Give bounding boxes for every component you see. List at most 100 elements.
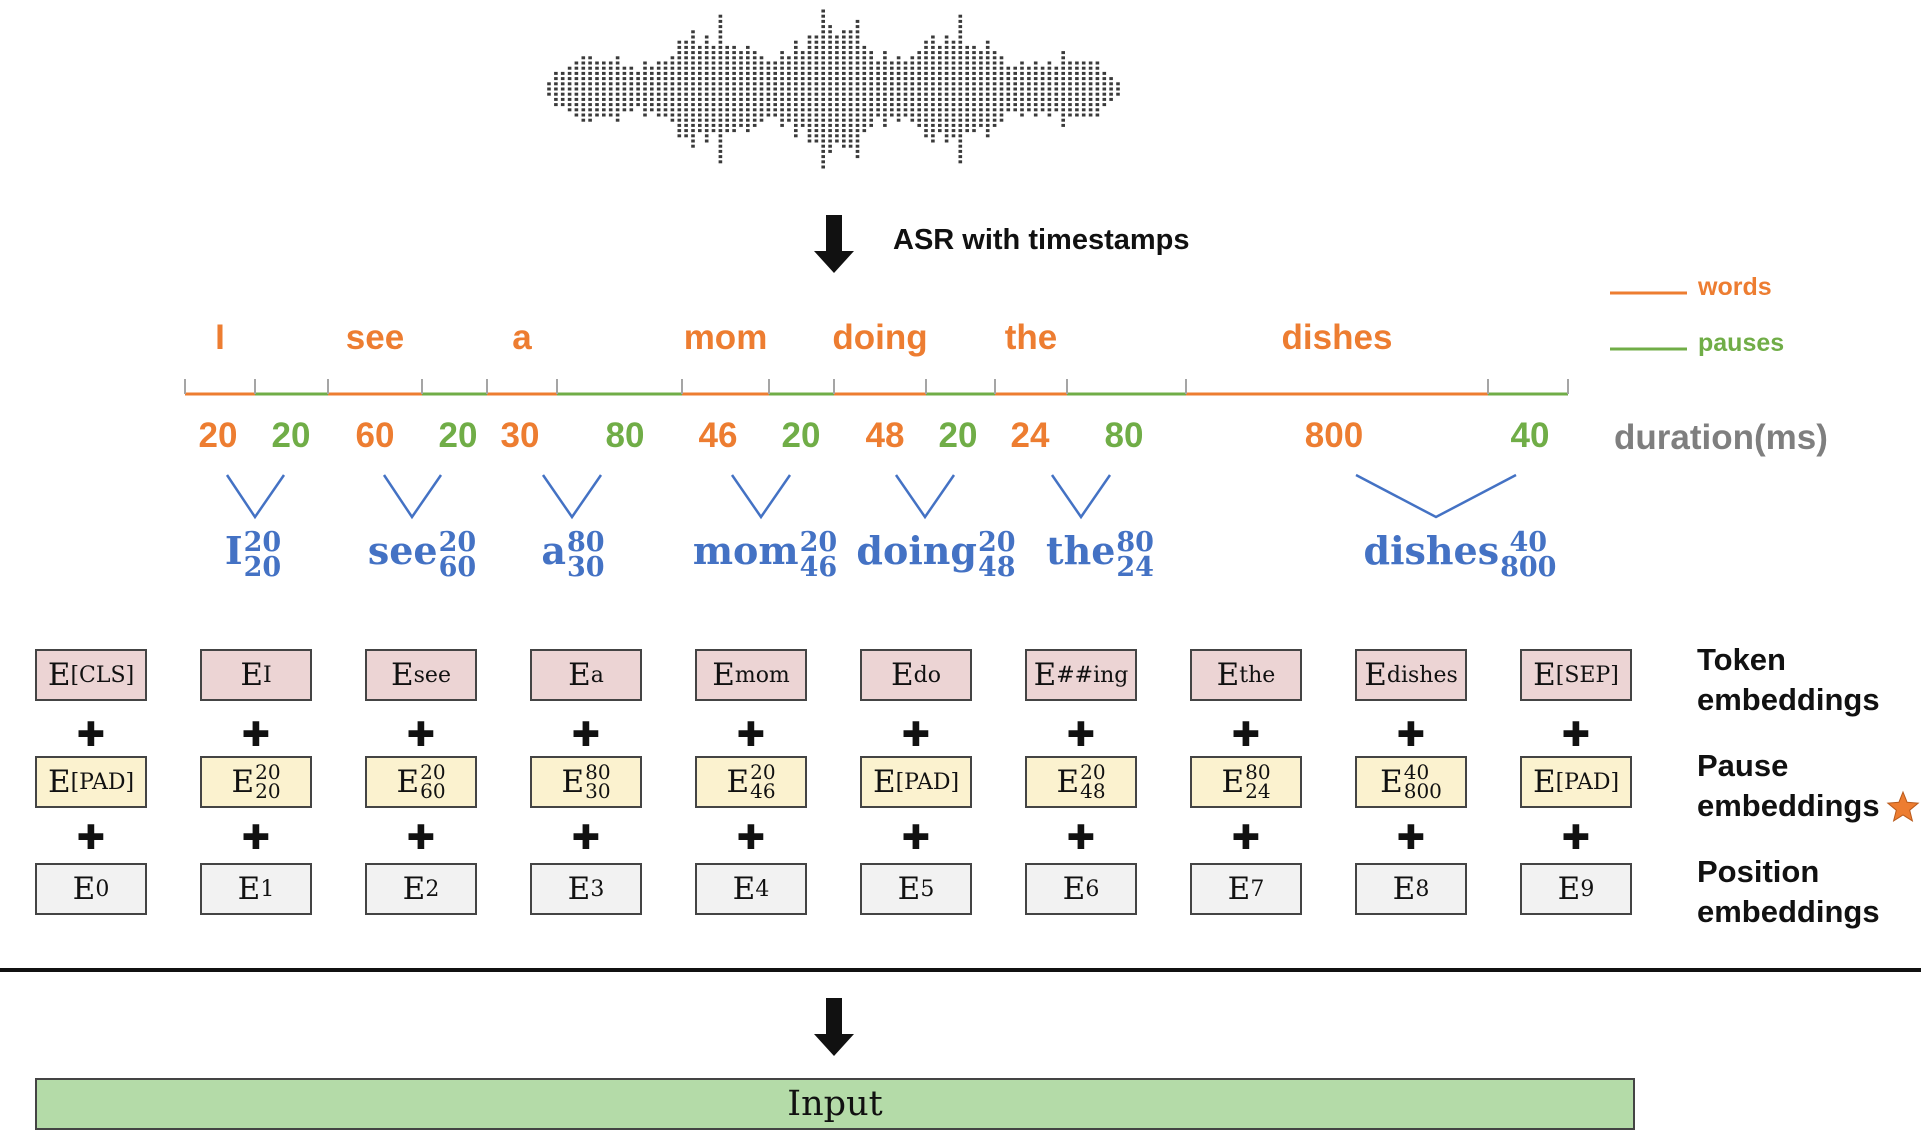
- plus-icon: ✚: [76, 819, 106, 857]
- waveform-dot: [684, 45, 688, 49]
- waveform-dot: [629, 103, 634, 107]
- waveform-dot: [910, 71, 915, 75]
- waveform-dot: [595, 61, 599, 65]
- waveform-dot: [944, 123, 949, 127]
- embedding-sub: [PAD]: [70, 769, 135, 795]
- waveform-dot: [828, 103, 832, 107]
- waveform-dot: [903, 92, 908, 96]
- waveform-dot: [951, 51, 956, 55]
- waveform-dot: [704, 82, 709, 86]
- waveform-dot: [670, 87, 675, 91]
- waveform-dot: [944, 129, 949, 133]
- waveform-dot: [855, 123, 860, 127]
- plus-icon: ✚: [901, 819, 931, 857]
- waveform-dot: [691, 61, 695, 65]
- waveform-dot: [821, 40, 825, 44]
- waveform-dot: [615, 61, 620, 65]
- waveform-dot: [862, 118, 867, 122]
- waveform-dot: [629, 108, 634, 112]
- waveform-dot: [869, 103, 873, 107]
- waveform-dot: [1068, 66, 1072, 70]
- waveform-dot: [752, 118, 757, 122]
- waveform-dot: [1068, 97, 1072, 101]
- embedding-symbol: E: [1392, 871, 1416, 907]
- waveform-dot: [958, 40, 963, 44]
- waveform-dot: [896, 77, 901, 81]
- waveform-dot: [896, 82, 901, 86]
- waveform-dot: [1102, 71, 1107, 75]
- waveform-dot: [780, 123, 784, 127]
- waveform-dot: [828, 51, 832, 55]
- waveform-dot: [917, 71, 921, 75]
- waveform-dot: [876, 87, 880, 91]
- waveform-dot: [704, 40, 709, 44]
- waveform-dot: [821, 87, 825, 91]
- pause-after-value: 20: [243, 526, 282, 558]
- duration-value: 30: [500, 416, 540, 455]
- waveform-dot: [780, 87, 784, 91]
- waveform-dot: [780, 82, 784, 86]
- waveform-dot: [567, 97, 572, 101]
- waveform-dot: [855, 45, 860, 49]
- waveform-dot: [574, 71, 579, 75]
- waveform-dot: [848, 134, 853, 138]
- waveform-dot: [677, 113, 682, 117]
- waveform-dot: [643, 77, 647, 81]
- waveform-dot: [938, 118, 942, 122]
- embedding-symbol: E: [568, 657, 591, 693]
- waveform-dot: [1006, 66, 1011, 70]
- plus-icon: ✚: [1396, 819, 1426, 857]
- waveform-dot: [924, 56, 928, 60]
- waveform-dot: [951, 118, 956, 122]
- waveform-dot: [698, 123, 702, 127]
- waveform-dot: [588, 82, 592, 86]
- waveform-dot: [794, 56, 798, 60]
- waveform-dot: [842, 61, 846, 65]
- waveform-dot: [1095, 66, 1100, 70]
- waveform-dot: [999, 61, 1004, 65]
- waveform-dot: [766, 92, 771, 96]
- waveform-dot: [807, 71, 812, 75]
- waveform-dot: [567, 87, 572, 91]
- waveform-dot: [739, 113, 743, 117]
- waveform-dot: [1047, 66, 1052, 70]
- waveform-dot: [992, 51, 997, 55]
- waveform-dot: [800, 123, 805, 127]
- waveform-dot: [890, 97, 894, 101]
- waveform-dot: [629, 77, 634, 81]
- waveform-dot: [910, 77, 915, 81]
- waveform-dot: [746, 51, 750, 55]
- waveform-dot: [711, 129, 716, 133]
- plus-icon: ✚: [1396, 716, 1426, 754]
- waveform-dot: [711, 87, 716, 91]
- waveform-dot: [890, 113, 894, 117]
- waveform-dot: [876, 82, 880, 86]
- waveform-dot: [931, 139, 935, 143]
- waveform-dot: [814, 56, 819, 60]
- legend-words-label: words: [1698, 273, 1772, 301]
- waveform-dot: [992, 103, 997, 107]
- waveform-dot: [794, 45, 798, 49]
- waveform-dot: [1013, 87, 1017, 91]
- waveform-dot: [910, 56, 915, 60]
- waveform-dot: [725, 51, 729, 55]
- waveform-dot: [595, 77, 599, 81]
- plus-icon: ✚: [901, 716, 931, 754]
- waveform-dot: [746, 61, 750, 65]
- waveform-dot: [1102, 77, 1107, 81]
- waveform-dot: [821, 77, 825, 81]
- waveform-dot: [1054, 108, 1059, 112]
- waveform-dot: [814, 66, 819, 70]
- waveform-dot: [979, 51, 983, 55]
- waveform-dot: [1006, 103, 1011, 107]
- waveform-dot: [595, 97, 599, 101]
- word-duration-value: 800: [1500, 551, 1557, 583]
- waveform-dot: [814, 123, 819, 127]
- waveform-dot: [1027, 87, 1031, 91]
- waveform-dot: [1116, 92, 1120, 96]
- waveform-dot: [1033, 82, 1038, 86]
